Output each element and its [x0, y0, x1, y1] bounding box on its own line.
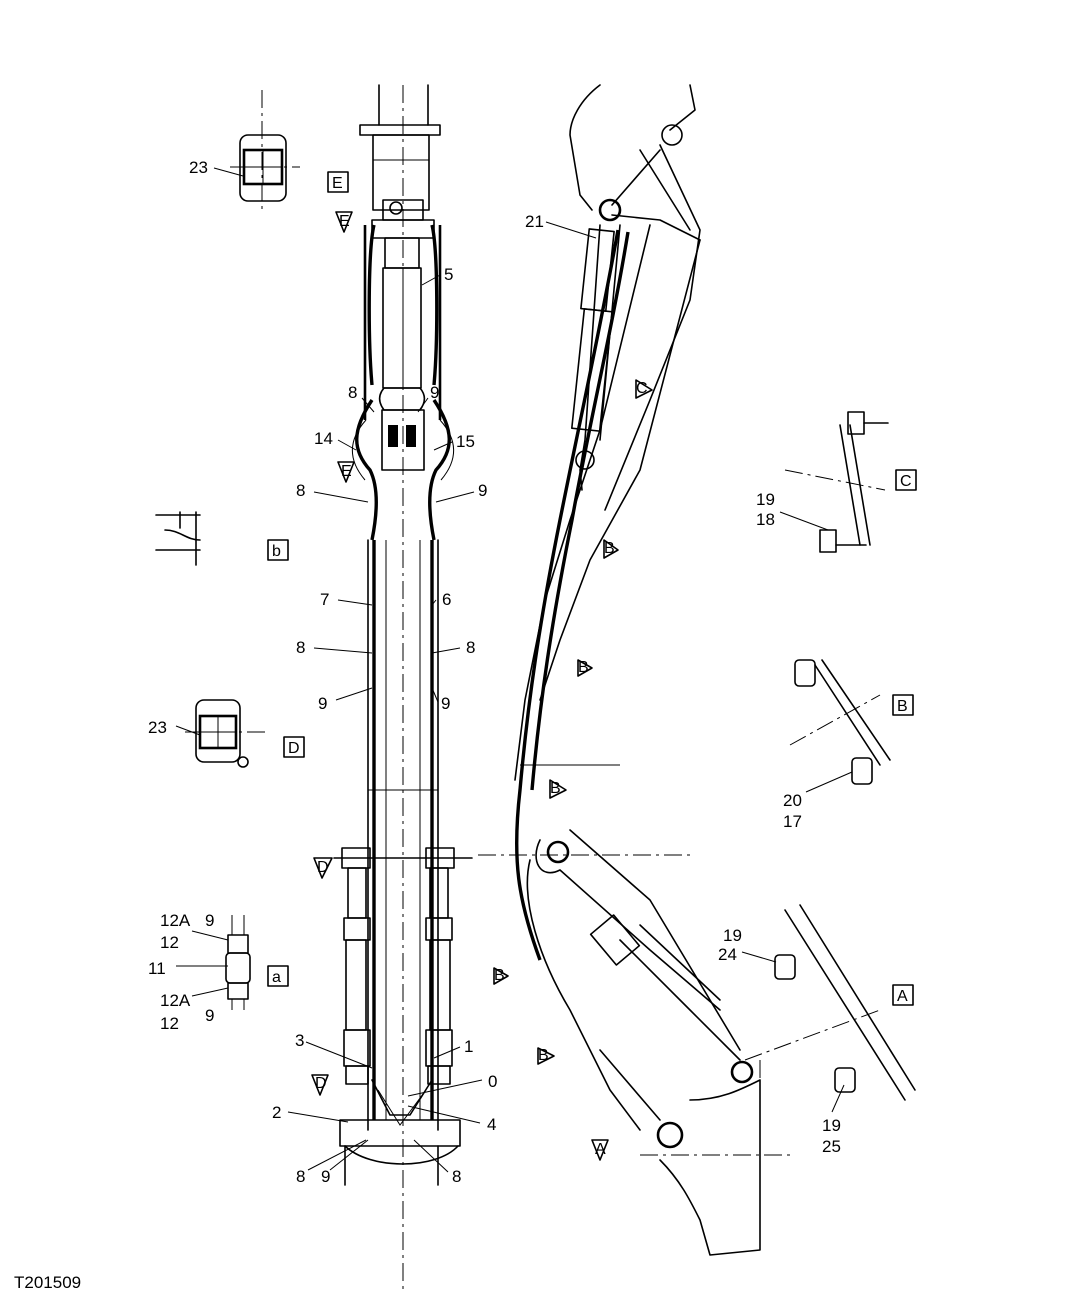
- callout-23-lower: 23: [148, 718, 167, 737]
- svg-text:D: D: [317, 859, 329, 876]
- detail-c-clamps: [784, 411, 889, 553]
- callout-20: 20: [783, 791, 802, 810]
- detail-23-lower: [185, 699, 270, 768]
- detail-b-sketch: [155, 511, 201, 566]
- svg-text:E: E: [332, 175, 343, 192]
- view-arrow-D-2: D: [311, 1074, 329, 1096]
- callout-8-bottom-right: 8: [452, 1167, 461, 1186]
- view-box-A: A: [892, 984, 914, 1006]
- callout-8-mid-left: 8: [296, 481, 305, 500]
- svg-text:E: E: [341, 463, 352, 480]
- callout-8-lower-left: 8: [296, 638, 305, 657]
- detail-a-clamps: [744, 904, 916, 1101]
- callout-19-view-a-lower: 19: [822, 1116, 841, 1135]
- callout-12-bottom: 12: [160, 1014, 179, 1033]
- svg-text:C: C: [636, 380, 648, 397]
- svg-text:b: b: [272, 543, 281, 560]
- callout-8-bottom-left: 8: [296, 1167, 305, 1186]
- view-arrow-B-5: B: [537, 1047, 555, 1065]
- svg-text:E: E: [339, 213, 350, 230]
- view-arrow-D-1: D: [313, 857, 333, 879]
- callout-7: 7: [320, 590, 329, 609]
- callout-9-mid-right: 9: [478, 481, 487, 500]
- detail-23-upper: [230, 90, 300, 210]
- leader-lines: [175, 167, 853, 1173]
- view-arrow-B-2: B: [577, 659, 593, 677]
- callout-9-lower-left: 9: [318, 694, 327, 713]
- svg-text:D: D: [315, 1075, 327, 1092]
- callout-12-top: 12: [160, 933, 179, 952]
- view-arrow-A-1: A: [591, 1139, 609, 1161]
- svg-text:B: B: [604, 540, 615, 557]
- view-arrow-B-1: B: [603, 539, 619, 559]
- view-box-B: B: [892, 694, 914, 716]
- svg-text:A: A: [897, 988, 908, 1005]
- view-box-D: D: [283, 736, 305, 758]
- boom-front-view: [333, 84, 473, 1290]
- view-box-C: C: [895, 469, 917, 491]
- callout-9-fitting-top: 9: [205, 911, 214, 930]
- callout-12A-top: 12A: [160, 911, 191, 930]
- callout-8-lower-right: 8: [466, 638, 475, 657]
- svg-text:B: B: [494, 967, 505, 984]
- view-arrow-C-1: C: [635, 379, 653, 399]
- view-arrow-B-4: B: [493, 967, 509, 985]
- callout-8-top-left: 8: [348, 383, 357, 402]
- callout-9-lower-right: 9: [441, 694, 450, 713]
- callout-19-view-c: 19: [756, 490, 775, 509]
- svg-text:B: B: [550, 780, 561, 797]
- view-box-a: a: [267, 965, 289, 987]
- callout-24: 24: [718, 945, 737, 964]
- svg-text:A: A: [595, 1141, 606, 1158]
- detail-b-clamps: [789, 659, 891, 785]
- callout-0: 0: [488, 1072, 497, 1091]
- view-arrow-E-1: E: [335, 211, 353, 233]
- callout-9-top-right: 9: [430, 383, 439, 402]
- callout-9-bottom: 9: [321, 1167, 330, 1186]
- figure-code: T201509: [14, 1273, 81, 1292]
- boom-side-view: [478, 84, 790, 1256]
- callout-18: 18: [756, 510, 775, 529]
- callout-5: 5: [444, 265, 453, 284]
- view-box-E: E: [327, 171, 349, 193]
- view-arrow-E-2: E: [337, 461, 355, 483]
- callout-19-view-a-upper: 19: [723, 926, 742, 945]
- svg-text:B: B: [897, 698, 908, 715]
- callout-17: 17: [783, 812, 802, 831]
- detail-a-fitting: [225, 915, 251, 1010]
- callout-6: 6: [442, 590, 451, 609]
- callouts: 23 5 8 9 14 15 8 9 7 6 8 8 9 9 23 12A 9 …: [148, 158, 841, 1186]
- callout-11: 11: [148, 959, 166, 978]
- view-arrow-B-3: B: [549, 779, 567, 799]
- svg-text:B: B: [578, 659, 589, 676]
- callout-14: 14: [314, 429, 333, 448]
- svg-text:C: C: [900, 473, 912, 490]
- callout-1: 1: [464, 1037, 473, 1056]
- callout-21: 21: [525, 212, 544, 231]
- svg-text:D: D: [288, 740, 300, 757]
- callout-4: 4: [487, 1115, 496, 1134]
- view-box-b: b: [267, 539, 289, 561]
- callout-2: 2: [272, 1103, 281, 1122]
- svg-text:B: B: [538, 1047, 549, 1064]
- svg-text:a: a: [272, 969, 281, 986]
- view-arrows: E E D D C B B B: [311, 211, 653, 1161]
- callout-3: 3: [295, 1031, 304, 1050]
- callout-23-upper: 23: [189, 158, 208, 177]
- callout-25: 25: [822, 1137, 841, 1156]
- callout-9-fitting-bottom: 9: [205, 1006, 214, 1025]
- callout-12A-bottom: 12A: [160, 991, 191, 1010]
- callout-15: 15: [456, 432, 475, 451]
